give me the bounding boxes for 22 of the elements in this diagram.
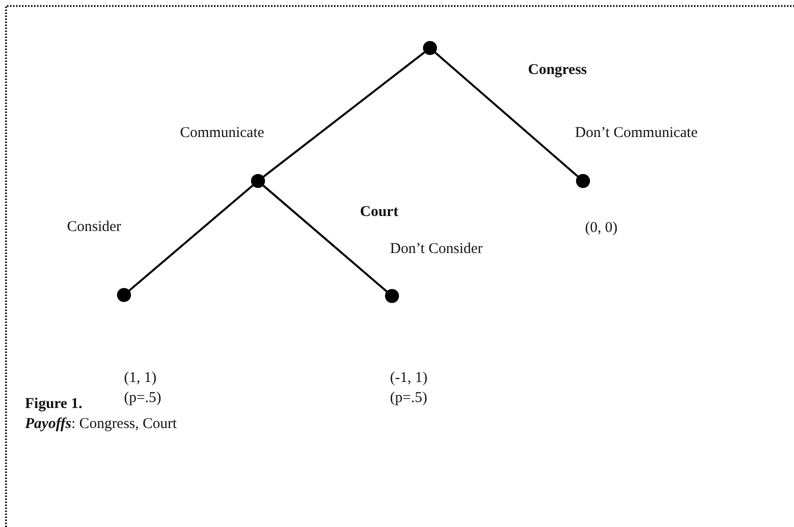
figure-number: Figure 1. bbox=[25, 395, 82, 413]
payoff-label: (0, 0) bbox=[585, 219, 618, 237]
payoff-label: (-1, 1) bbox=[390, 369, 428, 387]
decision-node bbox=[423, 41, 437, 55]
player-label: Congress bbox=[528, 61, 587, 79]
tree-branch bbox=[262, 51, 426, 178]
tree-branch bbox=[434, 52, 578, 178]
decision-node bbox=[251, 174, 265, 188]
payoff-label: (1, 1) bbox=[124, 369, 156, 387]
decision-node bbox=[385, 289, 399, 303]
tree-branch bbox=[128, 184, 254, 292]
edge-label: Consider bbox=[67, 218, 122, 236]
decision-node bbox=[117, 288, 131, 302]
edge-label: Don’t Consider bbox=[390, 240, 483, 258]
edge-label: Communicate bbox=[180, 124, 264, 142]
tree-branch bbox=[262, 184, 388, 292]
decision-node bbox=[576, 174, 590, 188]
payoff-label: (p=.5) bbox=[124, 389, 162, 407]
caption-text: Payoffs: Congress, Court bbox=[25, 415, 177, 433]
edge-label: Don’t Communicate bbox=[575, 124, 698, 142]
payoff-label: (p=.5) bbox=[390, 389, 428, 407]
player-label: Court bbox=[360, 203, 398, 221]
